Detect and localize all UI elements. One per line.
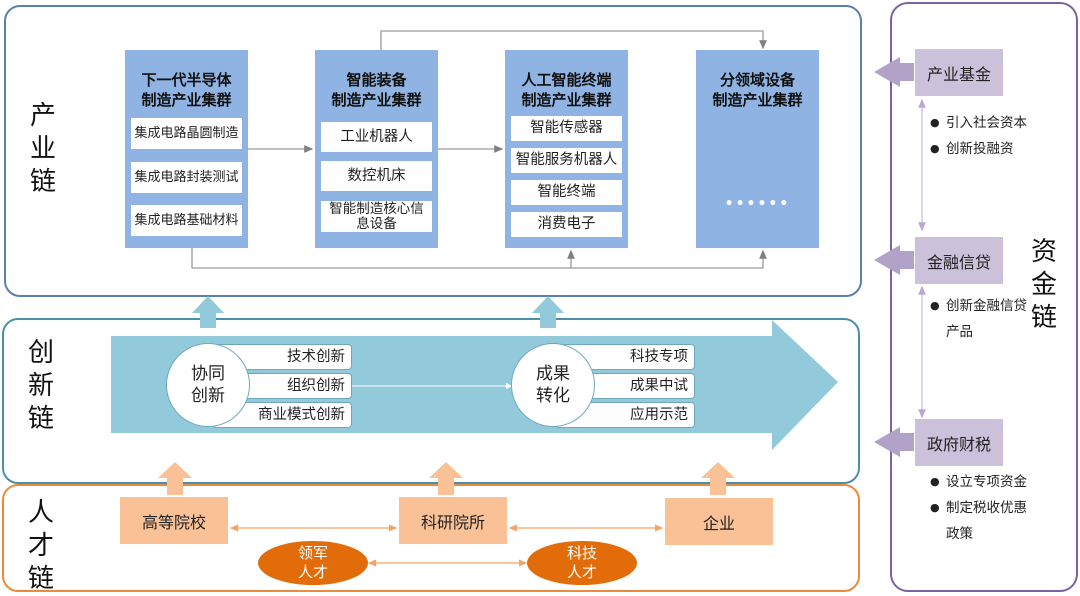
left-arrow-financial-credit [874, 245, 914, 275]
industry-fund-box: 产业基金 [915, 49, 1003, 96]
cluster-semiconductor: 下一代半导体 制造产业集群 集成电路晶圆制造 集成电路封装测试 集成电路基础材料 [125, 50, 248, 248]
cluster-item: 集成电路基础材料 [131, 205, 242, 236]
cluster-item: 智能服务机器人 [511, 148, 622, 173]
bullet-item: 设立专项资金 [930, 469, 1030, 495]
capital-chain-label: 资 金 链 [1030, 237, 1057, 333]
bullet-item: 创新投融资 [930, 136, 1030, 162]
ellipsis: •••••• [724, 196, 791, 212]
cluster-title: 智能装备 制造产业集群 [331, 71, 422, 109]
cluster-item: 消费电子 [511, 212, 622, 237]
cluster-item: 集成电路晶圆制造 [131, 118, 242, 149]
cluster-item: 工业机器人 [321, 122, 432, 152]
enterprise-box: 企业 [665, 498, 773, 545]
arrow-cluster2-to-cluster4 [380, 30, 767, 50]
up-arrow-innov-to-industry-1 [192, 296, 224, 328]
industry-connectors [191, 30, 767, 269]
collaborative-innovation-circle: 协同 创新 [166, 343, 250, 427]
financial-credit-box: 金融信贷 [915, 237, 1003, 284]
innovation-chain-label: 创 新 链 [27, 338, 54, 434]
up-arrow-talent-to-innov-1 [158, 462, 192, 495]
university-box: 高等院校 [120, 497, 228, 544]
cluster-title: 下一代半导体 制造产业集群 [141, 71, 232, 109]
talent-chain-label: 人 才 链 [27, 498, 54, 594]
left-arrow-gov-tax [874, 427, 914, 457]
cluster-title: 分领域设备 制造产业集群 [712, 71, 803, 109]
cluster-item: 智能制造核心信息设备 [321, 201, 432, 232]
bullet-item: 创新金融信贷产品 [930, 293, 1028, 345]
cluster-item: 智能传感器 [511, 116, 622, 141]
leading-talent-ellipse: 领军 人才 [258, 541, 368, 585]
financial-credit-bullets: 创新金融信贷产品 [930, 293, 1028, 345]
cluster-item: 集成电路封装测试 [131, 162, 242, 193]
up-arrow-talent-to-innov-2 [429, 462, 463, 495]
industry-fund-bullets: 引入社会资本 创新投融资 [930, 110, 1030, 162]
cluster-title: 人工智能终端 制造产业集群 [521, 71, 612, 109]
tech-talent-ellipse: 科技 人才 [527, 541, 637, 585]
cluster-smart-equipment: 智能装备 制造产业集群 工业机器人 数控机床 智能制造核心信息设备 [315, 50, 438, 248]
industry-chain-label: 产 业 链 [29, 101, 56, 197]
left-arrow-industry-fund [874, 57, 914, 87]
arrow-cluster1-to-cluster4 [191, 248, 767, 269]
bullet-item: 制定税收优惠政策 [930, 495, 1030, 547]
achievement-transformation-circle: 成果 转化 [511, 343, 595, 427]
cluster-domain-equipment: 分领域设备 制造产业集群 •••••• [696, 50, 819, 248]
research-institute-box: 科研院所 [399, 497, 507, 544]
bullet-item: 引入社会资本 [930, 110, 1030, 136]
cluster-item: 智能终端 [511, 180, 622, 205]
gov-tax-box: 政府财税 [915, 419, 1003, 466]
gov-tax-bullets: 设立专项资金 制定税收优惠政策 [930, 469, 1030, 547]
cluster-ai-terminal: 人工智能终端 制造产业集群 智能传感器 智能服务机器人 智能终端 消费电子 [505, 50, 628, 248]
up-arrow-talent-to-innov-3 [701, 462, 735, 495]
cluster-item: 数控机床 [321, 161, 432, 191]
up-arrow-innov-to-industry-2 [532, 296, 564, 328]
